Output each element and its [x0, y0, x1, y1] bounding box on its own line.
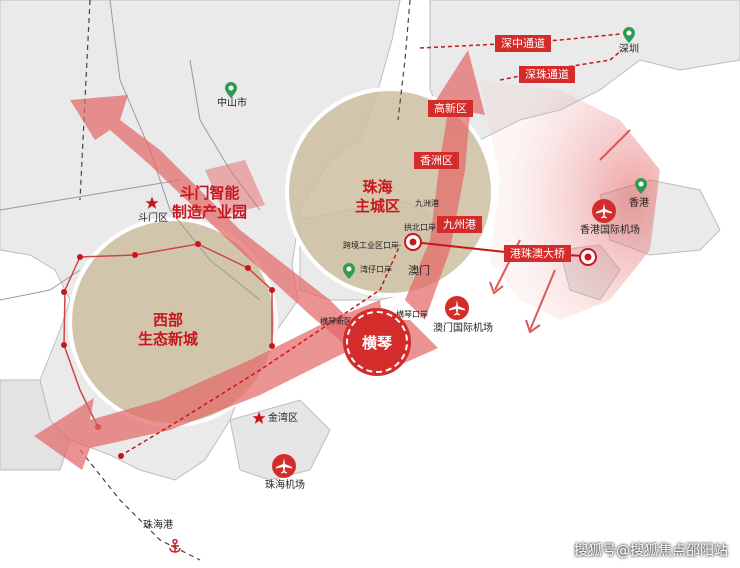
star-icon	[252, 411, 266, 424]
tag-hzmb-bridge: 港珠澳大桥	[504, 245, 571, 262]
label-hongkong: 香港	[629, 198, 649, 209]
label-hengqin-port: 横琴口岸	[396, 310, 428, 319]
location-pin-icon	[623, 27, 635, 43]
label-industrial-port: 跨境工业区口岸	[343, 241, 399, 250]
label-hengqin-new-area: 横琴新区	[320, 317, 352, 326]
location-pin-icon	[225, 82, 237, 98]
label-jinwan: 金湾区	[268, 413, 298, 424]
label-zhongshan: 中山市	[217, 98, 247, 109]
hengqin-badge: 横琴	[346, 311, 408, 373]
label-gongbei: 拱北口岸	[404, 223, 436, 232]
watermark: 搜狐号@搜狐焦点邵阳站	[574, 543, 728, 559]
airplane-icon	[592, 199, 616, 223]
target-icon	[404, 233, 422, 251]
label-main-city: 珠海 主城区	[355, 178, 401, 215]
label-macau: 澳门	[408, 264, 430, 277]
label-doumen-district: 斗门区	[138, 213, 168, 224]
label-shenzhen: 深圳	[619, 44, 639, 55]
location-pin-icon	[635, 178, 647, 194]
label-west-city: 西部 生态新城	[138, 311, 199, 348]
label-wanzai: 湾仔口岸	[360, 265, 392, 274]
label-zhuhai-port: 珠海港	[143, 520, 173, 531]
location-pin-icon	[343, 263, 355, 279]
label-hk-airport: 香港国际机场	[580, 225, 640, 236]
development-arrows	[34, 50, 485, 470]
anchor-icon	[169, 539, 181, 553]
label-zhuhai-airport: 珠海机场	[265, 480, 305, 491]
tag-gaoxin-district: 高新区	[428, 100, 473, 117]
label-macau-airport: 澳门国际机场	[433, 323, 493, 334]
label-jiuzhou-port-small: 九洲港	[415, 199, 439, 208]
tag-jiuzhou-port: 九州港	[437, 216, 482, 233]
tag-shenzhong-channel: 深中通道	[495, 35, 551, 52]
tag-shenzhu-channel: 深珠通道	[519, 66, 575, 83]
label-doumen-park: 斗门智能 制造产业园	[172, 184, 248, 221]
star-icon	[145, 196, 159, 209]
airplane-icon	[272, 454, 296, 478]
target-icon	[579, 248, 597, 266]
airplane-icon	[445, 296, 469, 320]
tag-xiangzhou-district: 香洲区	[414, 152, 459, 169]
